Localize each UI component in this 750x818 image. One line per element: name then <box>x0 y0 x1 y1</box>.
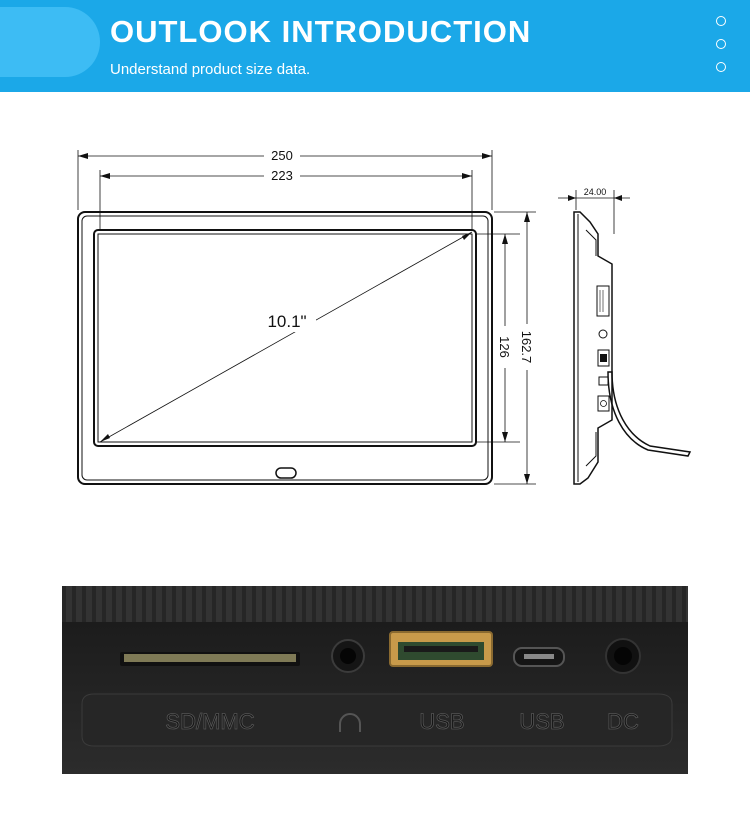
arrow-icon <box>482 153 492 159</box>
header-banner: OUTLOOK INTRODUCTION Understand product … <box>0 0 750 92</box>
circle-icon <box>716 16 726 26</box>
screen-inner-outline <box>97 233 473 443</box>
label-strip <box>81 693 673 747</box>
arrow-icon <box>568 195 576 201</box>
arrow-icon <box>614 195 622 201</box>
width-outer-label: 250 <box>271 148 293 163</box>
height-screen-label: 126 <box>497 336 512 358</box>
side-view-detail <box>585 229 597 467</box>
side-view-body <box>573 211 613 485</box>
audio-jack-side <box>598 329 608 339</box>
ribbed-top-edge <box>62 586 688 622</box>
header-accent-shape <box>0 7 100 77</box>
label-micro-usb: USB <box>519 709 564 734</box>
arrow-icon <box>462 232 472 240</box>
diagonal-label-bg <box>258 308 316 332</box>
frame-inner-outline <box>81 215 489 481</box>
diagonal-line <box>99 231 473 443</box>
label-usb-a: USB <box>419 709 464 734</box>
sd-card-contacts <box>124 654 296 662</box>
dimension-drawing: 10.1" 250 223 126 162.7 24.00 <box>77 148 692 485</box>
arrow-icon <box>462 173 472 179</box>
arrow-icon <box>524 474 530 484</box>
home-button-outline <box>275 467 297 479</box>
page-title: OUTLOOK INTRODUCTION <box>110 14 532 49</box>
ports-photo: SD/MMC USB USB DC <box>62 586 688 774</box>
micro-usb-contacts <box>524 654 554 659</box>
frame-outer-outline <box>77 211 493 485</box>
arrow-icon <box>502 432 508 442</box>
arrow-icon <box>100 434 110 442</box>
height-outer-label: 162.7 <box>519 331 534 364</box>
width-screen-label: 223 <box>271 168 293 183</box>
usb-a-contacts <box>404 646 478 652</box>
screen-outline <box>93 229 477 447</box>
stand-outline <box>607 371 692 457</box>
audio-jack-hole <box>340 648 356 664</box>
circle-icon <box>716 62 726 72</box>
arrow-icon <box>100 173 110 179</box>
arrow-icon <box>78 153 88 159</box>
dc-port-side <box>597 395 610 412</box>
usb-port-side <box>597 349 610 367</box>
page-subtitle: Understand product size data. <box>110 61 311 78</box>
arrow-icon <box>502 234 508 244</box>
headphone-icon <box>339 713 361 732</box>
dc-port-detail <box>600 400 607 407</box>
arrow-icon <box>524 212 530 222</box>
dc-port-hole <box>614 647 632 665</box>
sd-slot-side <box>596 285 610 317</box>
circle-icon <box>716 39 726 49</box>
diagonal-label: 10.1" <box>267 312 306 331</box>
label-sd-mmc: SD/MMC <box>165 709 254 734</box>
depth-label: 24.00 <box>584 187 607 197</box>
ports-illustration: SD/MMC USB USB DC <box>62 586 688 774</box>
micro-usb-side <box>598 376 609 386</box>
decorative-dots <box>716 16 730 85</box>
label-dc: DC <box>607 709 639 734</box>
usb-port-detail <box>600 354 607 362</box>
